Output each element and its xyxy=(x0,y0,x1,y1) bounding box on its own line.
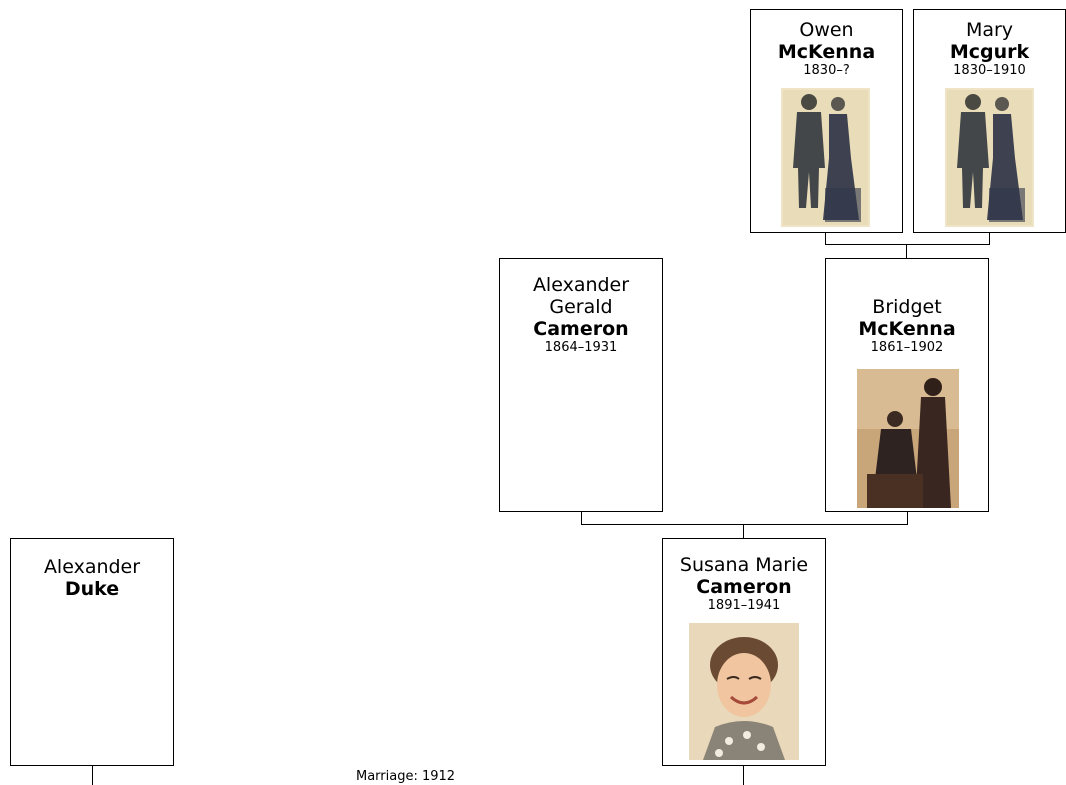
person-card-alexander-gerald-cameron[interactable]: Alexander Gerald Cameron 1864–1931 xyxy=(499,258,663,512)
marriage-label: Marriage: 1912 xyxy=(356,769,456,784)
descendant-connector xyxy=(92,766,93,785)
life-years: 1891–1941 xyxy=(707,598,781,613)
person-card-bridget-mckenna[interactable]: Bridget McKenna 1861–1902 xyxy=(825,258,989,512)
couple-photo xyxy=(945,88,1034,227)
surname: McKenna xyxy=(777,41,876,63)
parent-connector xyxy=(989,233,990,244)
parent-connector xyxy=(825,233,826,244)
parent-connector xyxy=(906,244,907,258)
surname: Duke xyxy=(64,578,120,600)
surname: Cameron xyxy=(696,576,792,598)
given-name-line-1: Alexander xyxy=(532,274,630,296)
given-name-line-2: Gerald xyxy=(549,296,613,318)
parent-connector xyxy=(581,512,582,524)
parent-connector xyxy=(825,244,990,245)
couple-photo xyxy=(781,88,870,227)
life-years: 1830–? xyxy=(803,63,850,78)
person-card-susana-marie-cameron[interactable]: Susana Marie Cameron 1891–1941 xyxy=(662,538,826,766)
descendant-connector xyxy=(743,766,744,785)
parent-connector xyxy=(907,512,908,524)
given-name: Mary xyxy=(965,19,1014,41)
surname: Mcgurk xyxy=(949,41,1030,63)
person-card-alexander-duke[interactable]: Alexander Duke xyxy=(10,538,174,766)
couple-photo xyxy=(857,369,959,508)
given-name: Owen xyxy=(799,19,854,41)
surname: McKenna xyxy=(858,318,956,340)
given-name: Alexander xyxy=(43,556,141,578)
parent-connector xyxy=(743,524,744,538)
person-card-mary-mcgurk[interactable]: Mary Mcgurk 1830–1910 xyxy=(913,9,1066,233)
given-name: Bridget xyxy=(872,296,942,318)
portrait-photo xyxy=(689,623,799,760)
life-years: 1830–1910 xyxy=(953,63,1026,78)
given-name: Susana Marie xyxy=(679,554,809,576)
parent-connector xyxy=(581,524,908,525)
life-years: 1864–1931 xyxy=(544,340,618,355)
life-years: 1861–1902 xyxy=(870,340,944,355)
person-card-owen-mckenna[interactable]: Owen McKenna 1830–? xyxy=(750,9,903,233)
surname: Cameron xyxy=(533,318,629,340)
